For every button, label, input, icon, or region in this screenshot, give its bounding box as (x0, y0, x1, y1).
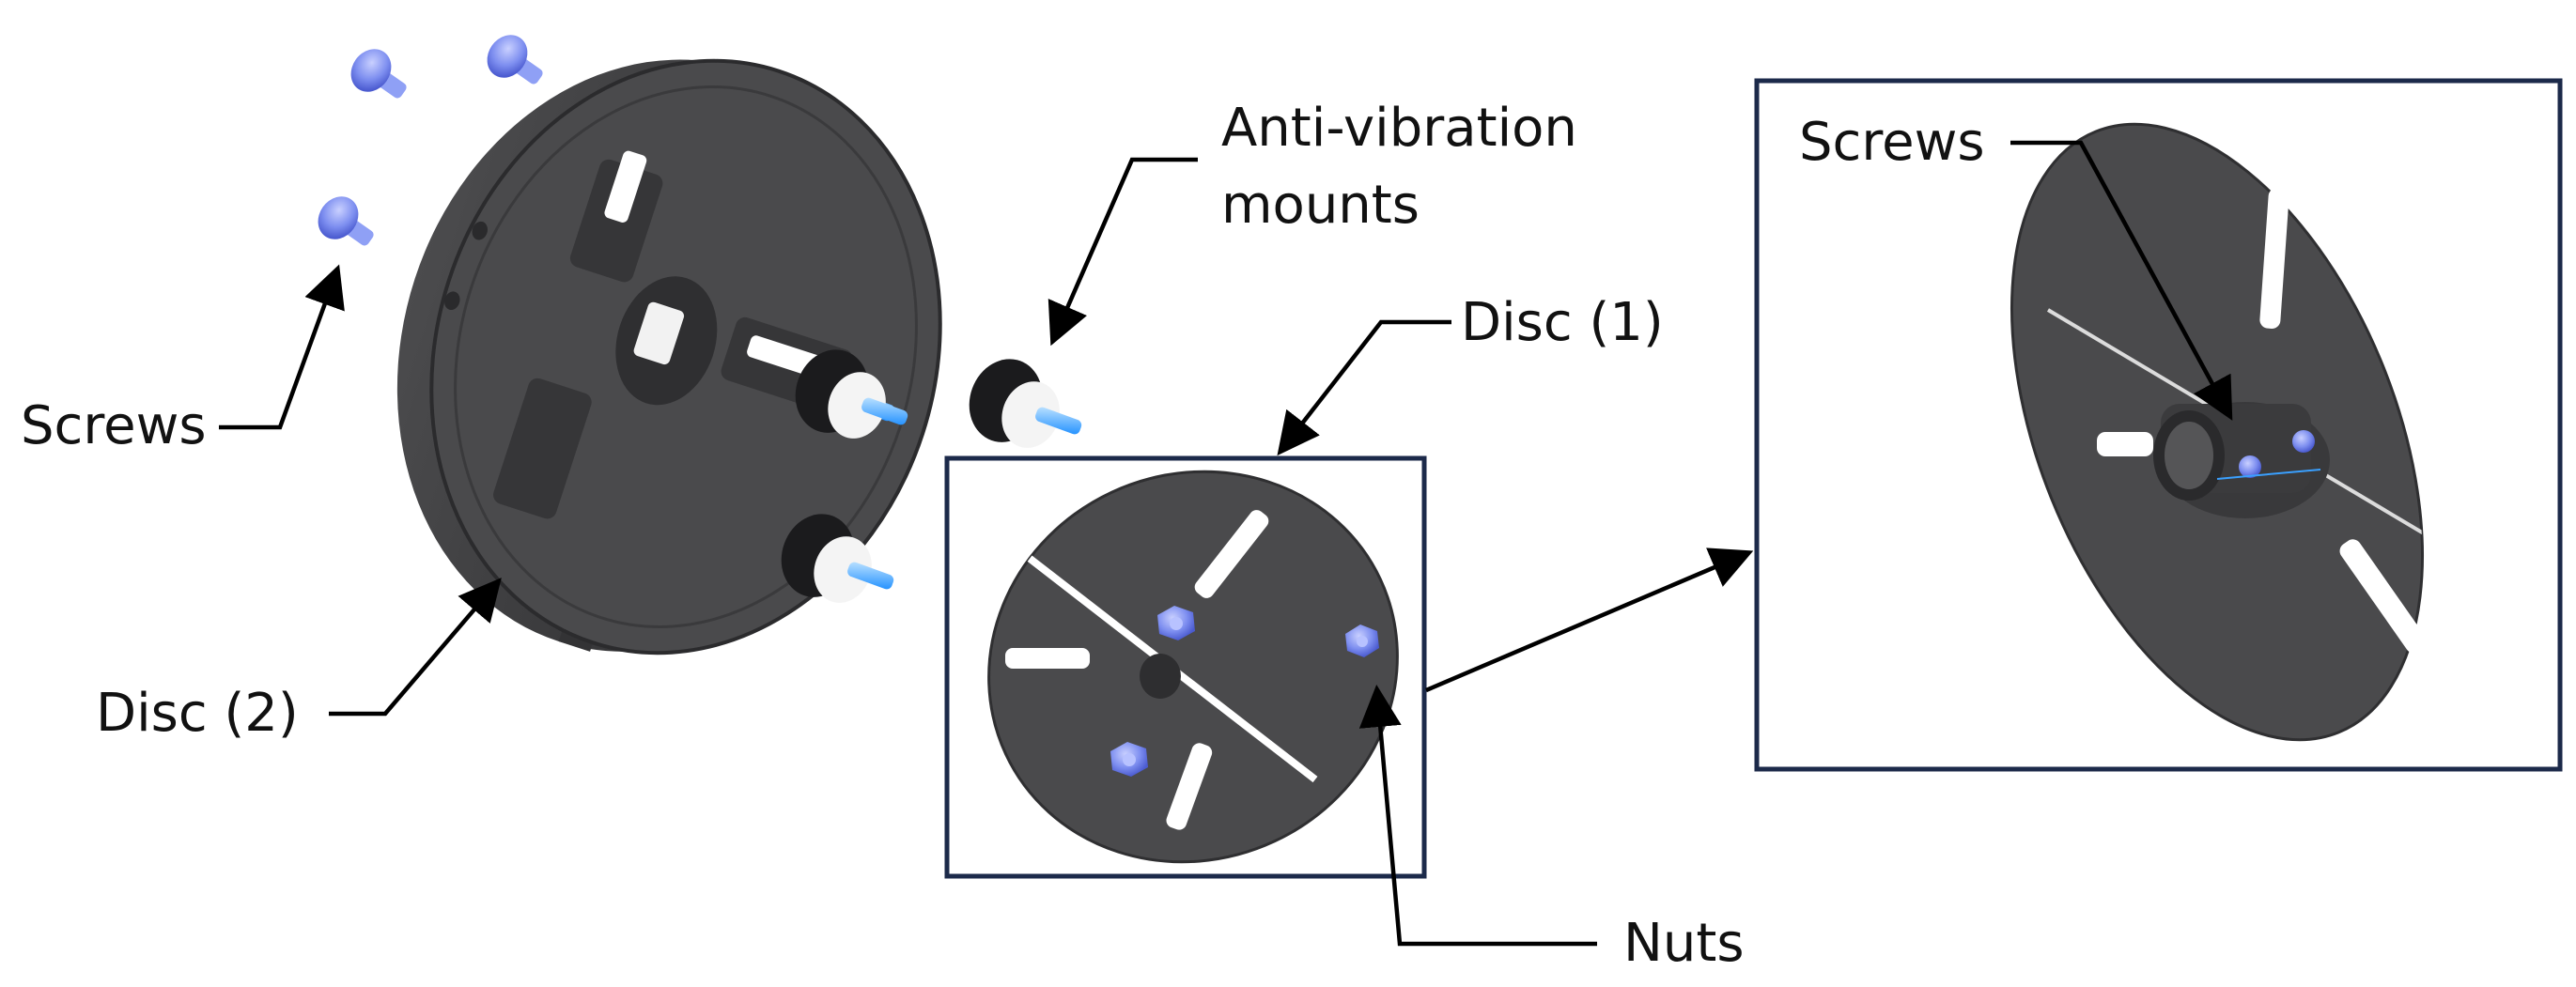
mount-icon (781, 514, 894, 603)
screws-left-label: Screws (21, 395, 207, 456)
screws-right-leader (2010, 140, 2233, 421)
mount-icon (969, 359, 1082, 448)
disc-1-leader (1277, 319, 1451, 456)
zoom-arrow (1425, 547, 1754, 693)
screw-icon (318, 196, 374, 246)
clamp-collar (2153, 402, 2330, 518)
leader-lines (219, 140, 2233, 947)
disc-1-label: Disc (1) (1461, 292, 1664, 353)
nut-icon (1110, 742, 1148, 777)
nut-icon (1157, 606, 1195, 640)
anti-vibration-leader (1047, 157, 1198, 347)
screws-left-leader (219, 264, 345, 430)
nuts-label: Nuts (1623, 913, 1745, 974)
disc-2-leader (329, 578, 502, 717)
disc-2-part (396, 58, 942, 655)
disc-2-label: Disc (2) (96, 683, 299, 744)
nut-icon (1345, 625, 1379, 657)
screw-icon (487, 35, 543, 85)
loose-screws-group (318, 35, 543, 246)
mount-icon (795, 349, 908, 439)
anti-vibration-label-line1: Anti-vibration (1221, 98, 1577, 159)
disc-1-part (987, 470, 1399, 864)
zoom-disc-part (2010, 122, 2444, 742)
anti-vibration-label-line2: mounts (1221, 175, 1420, 236)
screws-right-label: Screws (1799, 112, 1985, 173)
screw-icon (350, 49, 407, 99)
nuts-leader (1358, 685, 1597, 947)
